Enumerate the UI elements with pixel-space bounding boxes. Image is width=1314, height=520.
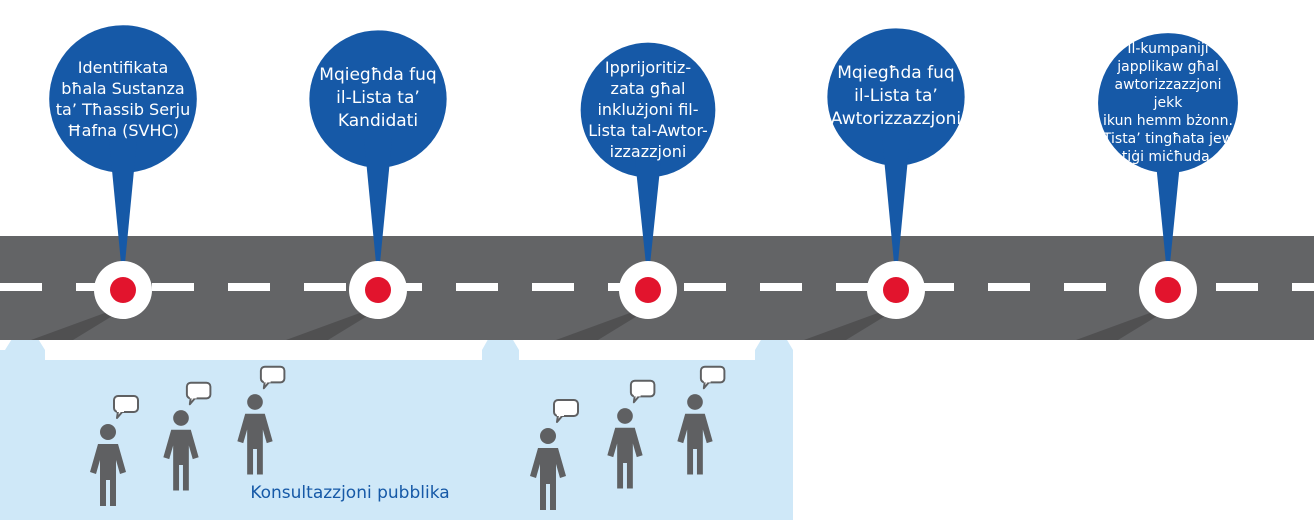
bubble-circle: [1098, 33, 1238, 173]
road-stripe: [684, 283, 726, 291]
milestone-marker-companies: [1139, 261, 1197, 319]
person-with-speech-bubble-icon: [607, 379, 656, 489]
bubble-tail: [109, 139, 137, 284]
milestone-bubble-companies: [1098, 33, 1238, 284]
road-stripe: [152, 283, 194, 291]
milestone-text-candidate: Mqiegħda fuq il-Lista ta’ Kandidati: [319, 65, 437, 132]
road-stripe: [836, 283, 878, 291]
marker-dot: [883, 277, 909, 303]
public-consultation-area: [0, 318, 793, 520]
bubble-tail: [634, 150, 662, 284]
milestone-text-svhc: Identifikata bħala Sustanza ta’ Tħassib …: [55, 57, 191, 140]
person-with-speech-bubble-icon: [237, 365, 286, 475]
person-with-speech-bubble-icon: [90, 395, 139, 506]
road-stripe: [304, 283, 346, 291]
milestone-marker-svhc: [94, 261, 152, 319]
bubble-circle: [580, 42, 716, 178]
road-stripe: [1216, 283, 1258, 291]
milestone-text-authorisation: Mqiegħda fuq il-Lista ta’ Awtorizzazzjon…: [830, 63, 962, 130]
milestone-text-prioritised: Ipprijoritiz- zata għal inklużjoni fil- …: [588, 58, 708, 162]
road-stripe: [760, 283, 802, 291]
marker-dot: [365, 277, 391, 303]
marker-dot: [635, 277, 661, 303]
road-stripe: [228, 283, 270, 291]
person-with-speech-bubble-icon: [677, 365, 726, 475]
bubble-tail: [364, 139, 392, 284]
road-stripe: [912, 283, 954, 291]
bubble-tail: [882, 137, 910, 284]
bubble-circle: [827, 28, 965, 166]
milestone-bubble-svhc: [49, 25, 197, 284]
bubble-circle: [309, 30, 447, 168]
milestone-bubble-candidate: [309, 30, 447, 284]
road-stripe: [532, 283, 574, 291]
milestone-text-companies: Il-kumpaniji japplikaw għal awtorizzazzj…: [1102, 40, 1234, 165]
milestone-bubble-prioritised: [580, 42, 716, 284]
road-stripe: [1292, 283, 1314, 291]
road-stripe: [456, 283, 498, 291]
bubble-circle: [49, 25, 197, 173]
road-stripe: [0, 283, 42, 291]
public-consultation-label: Konsultazzjoni pubblika: [250, 483, 450, 503]
person-with-speech-bubble-icon: [530, 399, 579, 510]
people-group: [90, 365, 726, 510]
bubble-tail: [1154, 143, 1182, 284]
marker-dot: [1155, 277, 1181, 303]
marker-dot: [110, 277, 136, 303]
consultation-panel: [0, 318, 793, 520]
person-with-speech-bubble-icon: [163, 381, 212, 491]
milestone-marker-authorisation: [867, 261, 925, 319]
milestone-bubble-authorisation: [827, 28, 965, 284]
road-stripe: [1064, 283, 1106, 291]
road-stripe: [988, 283, 1030, 291]
milestone-markers: [94, 261, 1197, 319]
milestone-marker-candidate: [349, 261, 407, 319]
milestone-bubbles: [49, 25, 1238, 284]
milestone-marker-prioritised: [619, 261, 677, 319]
